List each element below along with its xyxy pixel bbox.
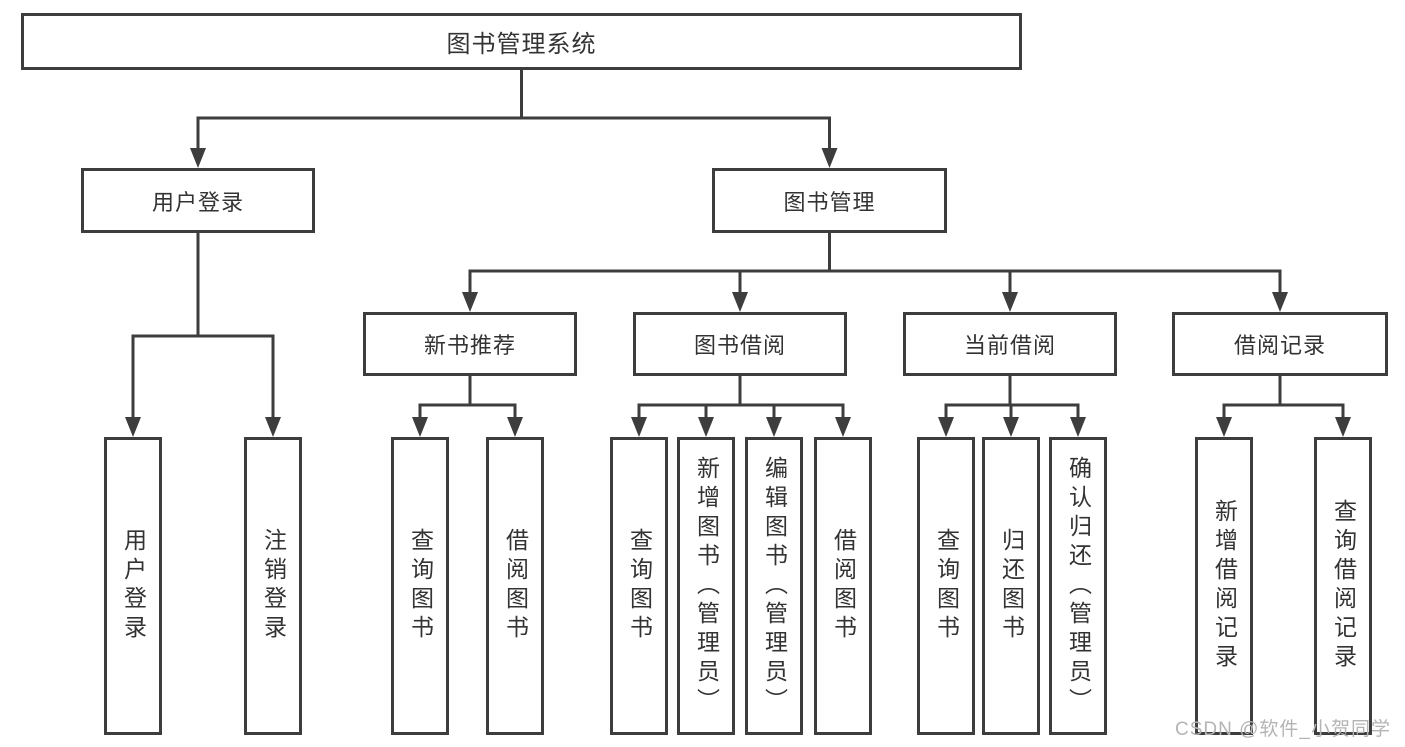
node-book-management: 图书管理: [712, 168, 947, 233]
leaf-add-books-admin: 新增图书（管理员）: [677, 437, 735, 735]
node-current-borrowing: 当前借阅: [903, 312, 1117, 376]
leaf-label: 确认归还（管理员）: [1065, 455, 1092, 717]
leaf-label: 查询图书: [933, 528, 960, 644]
node-library-management-system: 图书管理系统: [21, 13, 1022, 70]
leaf-label: 查询图书: [626, 528, 653, 644]
node-borrowing-records: 借阅记录: [1172, 312, 1388, 376]
leaf-query-books: 查询图书: [391, 437, 449, 735]
leaf-label: 用户登录: [120, 528, 147, 644]
leaf-label: 查询借阅记录: [1330, 499, 1357, 673]
leaf-user-login: 用户登录: [104, 437, 162, 735]
node-user-login: 用户登录: [81, 168, 315, 233]
leaf-label: 归还图书: [998, 528, 1025, 644]
leaf-label: 借阅图书: [502, 528, 529, 644]
leaf-label: 查询图书: [407, 528, 434, 644]
leaf-return-books: 归还图书: [982, 437, 1040, 735]
leaf-label: 新增借阅记录: [1211, 499, 1238, 673]
leaf-label: 编辑图书（管理员）: [761, 455, 788, 717]
leaf-label: 新增图书（管理员）: [693, 455, 720, 717]
leaf-edit-books-admin: 编辑图书（管理员）: [745, 437, 803, 735]
leaf-confirm-return-admin: 确认归还（管理员）: [1049, 437, 1107, 735]
csdn-watermark: CSDN @软件_小贺同学: [1175, 719, 1391, 740]
node-new-book-recommendation: 新书推荐: [363, 312, 577, 376]
leaf-add-borrow-record: 新增借阅记录: [1195, 437, 1253, 735]
leaf-label: 借阅图书: [830, 528, 857, 644]
node-book-borrowing: 图书借阅: [633, 312, 847, 376]
leaf-label: 注销登录: [260, 528, 287, 644]
leaf-borrow-books: 借阅图书: [486, 437, 544, 735]
leaf-query-books: 查询图书: [610, 437, 668, 735]
leaf-query-borrow-record: 查询借阅记录: [1314, 437, 1372, 735]
leaf-query-books: 查询图书: [917, 437, 975, 735]
leaf-logout: 注销登录: [244, 437, 302, 735]
leaf-borrow-books: 借阅图书: [814, 437, 872, 735]
